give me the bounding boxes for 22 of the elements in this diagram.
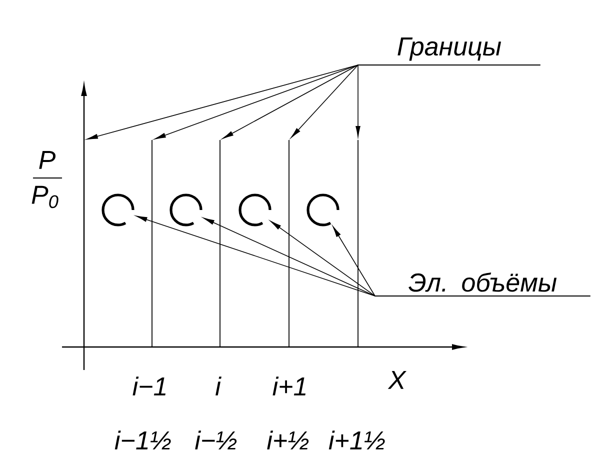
- leader-arrow: [203, 218, 376, 296]
- leader-arrow: [332, 226, 376, 296]
- axis-label: P: [39, 151, 56, 169]
- axis-label: i: [216, 376, 222, 396]
- axis-label: P$_{0}$: [32, 186, 58, 208]
- leader-arrow: [270, 221, 376, 296]
- axis-label: i−1½: [114, 430, 171, 450]
- leader-arrow: [222, 64, 358, 139]
- leader-arrow: [136, 216, 376, 296]
- axis-label: i+½: [267, 430, 309, 450]
- leader-arrow: [154, 64, 358, 140]
- axis-label: i+1½: [328, 430, 385, 450]
- axis-label: i−½: [195, 430, 237, 450]
- leader-shelf-label: Границы: [358, 38, 541, 66]
- axis-label: i+1: [272, 376, 306, 396]
- axis-label: X: [388, 371, 406, 389]
- leader-arrow: [290, 64, 358, 138]
- boundary-line: [288, 140, 290, 348]
- leader-arrow: [86, 64, 358, 140]
- axis-label: i−1: [132, 376, 166, 396]
- leader-shelf-label: Эл. объёмы: [374, 272, 591, 296]
- leader-arrow: [356, 64, 360, 137]
